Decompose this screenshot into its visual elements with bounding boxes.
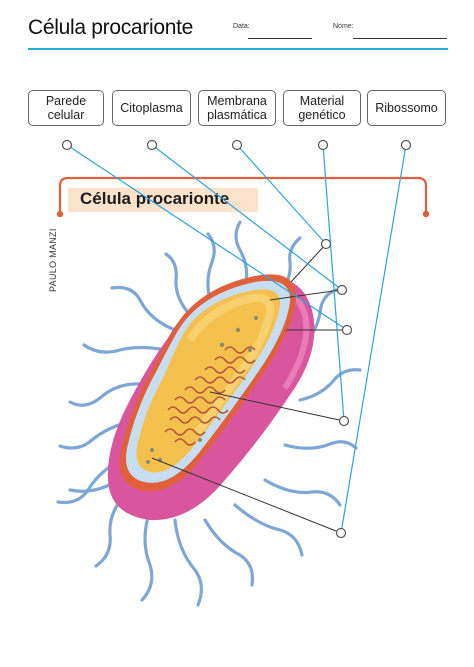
connector-membrana — [236, 144, 327, 245]
figure-bracket — [58, 176, 428, 214]
figure-markers — [320, 238, 353, 539]
label-material-genetico[interactable]: Material genético — [283, 90, 361, 126]
label-text: Ribossomo — [375, 101, 438, 115]
connector-lines — [66, 144, 407, 534]
connector-material — [322, 144, 345, 422]
nucleoid — [164, 346, 256, 446]
leader-line-1 — [290, 243, 327, 283]
leader-lines — [151, 243, 347, 534]
label-citoplasma[interactable]: Citoplasma — [112, 90, 191, 126]
name-label: Nome: — [333, 23, 354, 30]
label-markers — [61, 139, 412, 151]
figure-marker-2 — [336, 284, 348, 296]
connector-citoplasma — [151, 144, 343, 291]
label-ribossomo[interactable]: Ribossomo — [367, 90, 446, 126]
leader-line-5 — [151, 457, 342, 534]
label-parede-celular[interactable]: Parede celular — [28, 90, 104, 126]
bracket-end-right — [422, 210, 430, 218]
worksheet-title: Célula procarionte — [28, 16, 194, 39]
marker-parede — [61, 139, 73, 151]
label-membrana-plasmatica[interactable]: Membrana plasmática — [198, 90, 276, 126]
marker-membrana — [231, 139, 243, 151]
connector-ribossomo — [340, 144, 407, 534]
label-text: Material genético — [298, 94, 346, 122]
figure-marker-3 — [341, 324, 353, 336]
marker-ribossomo — [400, 139, 412, 151]
date-label: Data: — [233, 23, 250, 30]
figure-title: Célula procarionte — [80, 189, 230, 208]
cytoplasm-shape — [136, 289, 281, 473]
label-text: Membrana plasmática — [207, 94, 267, 122]
marker-citoplasma — [146, 139, 158, 151]
bracket-end-left — [56, 210, 64, 218]
leader-line-4 — [209, 391, 345, 422]
figure-marker-5 — [335, 527, 347, 539]
label-text: Parede celular — [45, 94, 87, 122]
connector-parede — [66, 144, 348, 331]
label-text: Citoplasma — [120, 101, 183, 115]
marker-material — [317, 139, 329, 151]
header-rule — [28, 48, 448, 50]
cytoplasm-shading — [186, 293, 275, 435]
leader-line-2 — [269, 289, 341, 301]
date-field[interactable] — [248, 38, 312, 39]
figure-marker-4 — [338, 415, 350, 427]
name-field[interactable] — [353, 38, 447, 39]
figure-marker-1 — [320, 238, 332, 250]
